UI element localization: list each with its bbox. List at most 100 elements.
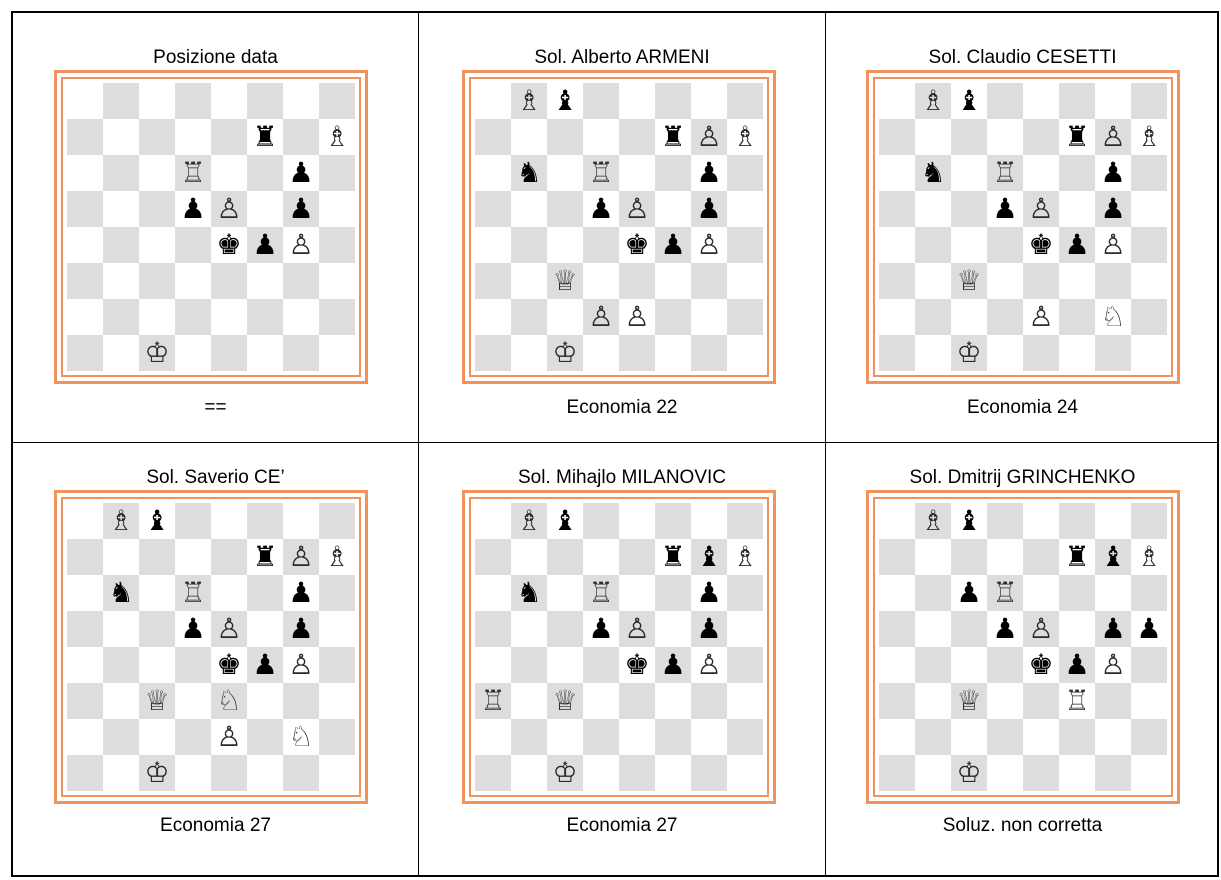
white-knight-icon: ♘ bbox=[1100, 300, 1126, 333]
board-square bbox=[1023, 119, 1059, 155]
chess-board: ♗♝♜♝♗♟♖♟♙♟♟♚♟♙♕♖♔ bbox=[879, 503, 1167, 791]
black-pawn-icon: ♟ bbox=[1064, 648, 1090, 681]
chess-board: ♗♝♜♙♗♞♖♟♟♙♟♚♟♙♕♙♙♔ bbox=[475, 83, 763, 371]
white-king-icon: ♔ bbox=[956, 756, 982, 789]
board-square bbox=[67, 335, 103, 371]
board-square bbox=[211, 263, 247, 299]
board-square bbox=[67, 299, 103, 335]
black-pawn-icon: ♟ bbox=[252, 648, 278, 681]
board-square bbox=[283, 335, 319, 371]
board-square bbox=[879, 227, 915, 263]
board-square bbox=[175, 263, 211, 299]
board-square: ♖ bbox=[475, 683, 511, 719]
diagram-cell: Sol. Claudio CESETTI ♗♝♜♙♗♞♖♟♟♙♟♚♟♙♕♙♘♔ … bbox=[826, 13, 1219, 442]
board-square: ♟ bbox=[691, 155, 727, 191]
board-square bbox=[879, 647, 915, 683]
white-pawn-icon: ♙ bbox=[288, 540, 314, 573]
board-square: ♙ bbox=[1023, 299, 1059, 335]
black-rook-icon: ♜ bbox=[252, 540, 278, 573]
white-pawn-icon: ♙ bbox=[624, 300, 650, 333]
board-square bbox=[879, 575, 915, 611]
board-square: ♚ bbox=[1023, 227, 1059, 263]
board-square bbox=[283, 299, 319, 335]
board-square bbox=[691, 83, 727, 119]
board-square: ♔ bbox=[547, 335, 583, 371]
board-square bbox=[475, 299, 511, 335]
chess-board-frame: ♗♝♜♝♗♞♖♟♟♙♟♚♟♙♖♕♔ bbox=[462, 490, 776, 804]
board-square: ♗ bbox=[727, 119, 763, 155]
board-square: ♝ bbox=[951, 83, 987, 119]
diagram-cell: Posizione data ♜♗♖♟♟♙♟♚♟♙♔ == bbox=[13, 13, 418, 442]
board-square: ♟ bbox=[1059, 227, 1095, 263]
board-square: ♙ bbox=[1023, 191, 1059, 227]
board-square bbox=[511, 539, 547, 575]
board-square bbox=[103, 335, 139, 371]
board-square bbox=[619, 755, 655, 791]
black-bishop-icon: ♝ bbox=[696, 540, 722, 573]
board-square bbox=[103, 539, 139, 575]
board-square bbox=[511, 611, 547, 647]
board-square bbox=[475, 503, 511, 539]
white-pawn-icon: ♙ bbox=[696, 120, 722, 153]
board-square: ♙ bbox=[619, 611, 655, 647]
black-pawn-icon: ♟ bbox=[288, 612, 314, 645]
board-square bbox=[511, 755, 547, 791]
board-square: ♙ bbox=[619, 299, 655, 335]
black-king-icon: ♚ bbox=[216, 648, 242, 681]
board-square bbox=[103, 119, 139, 155]
board-square bbox=[511, 227, 547, 263]
black-king-icon: ♚ bbox=[624, 648, 650, 681]
chess-board: ♗♝♜♙♗♞♖♟♟♙♟♚♟♙♕♘♙♘♔ bbox=[67, 503, 355, 791]
board-square bbox=[915, 683, 951, 719]
board-square bbox=[319, 191, 355, 227]
board-square bbox=[915, 299, 951, 335]
board-square bbox=[139, 575, 175, 611]
board-square bbox=[547, 299, 583, 335]
white-pawn-icon: ♙ bbox=[624, 192, 650, 225]
board-square: ♝ bbox=[951, 503, 987, 539]
board-square: ♜ bbox=[247, 119, 283, 155]
board-square: ♟ bbox=[655, 227, 691, 263]
diagram-caption: Economia 27 bbox=[566, 815, 678, 836]
board-square bbox=[987, 299, 1023, 335]
black-bishop-icon: ♝ bbox=[552, 504, 578, 537]
board-square: ♚ bbox=[1023, 647, 1059, 683]
board-square bbox=[139, 263, 175, 299]
board-square bbox=[619, 575, 655, 611]
board-square bbox=[103, 683, 139, 719]
board-square: ♚ bbox=[619, 647, 655, 683]
board-square bbox=[951, 539, 987, 575]
board-square bbox=[879, 263, 915, 299]
board-square bbox=[727, 647, 763, 683]
board-square: ♟ bbox=[987, 191, 1023, 227]
table-divider bbox=[13, 442, 1217, 443]
white-rook-icon: ♖ bbox=[992, 156, 1018, 189]
board-square bbox=[951, 227, 987, 263]
board-square bbox=[655, 83, 691, 119]
board-square: ♕ bbox=[951, 683, 987, 719]
white-bishop-icon: ♗ bbox=[920, 504, 946, 537]
board-square bbox=[879, 503, 915, 539]
board-square: ♟ bbox=[691, 611, 727, 647]
board-square bbox=[987, 119, 1023, 155]
board-square bbox=[987, 719, 1023, 755]
black-pawn-icon: ♟ bbox=[992, 612, 1018, 645]
board-square bbox=[1095, 263, 1131, 299]
white-king-icon: ♔ bbox=[552, 336, 578, 369]
board-square bbox=[475, 191, 511, 227]
board-square bbox=[1023, 575, 1059, 611]
board-square: ♟ bbox=[951, 575, 987, 611]
board-square bbox=[247, 683, 283, 719]
board-square bbox=[1059, 263, 1095, 299]
board-square bbox=[691, 683, 727, 719]
board-square bbox=[1095, 575, 1131, 611]
board-square bbox=[619, 263, 655, 299]
board-square: ♟ bbox=[175, 611, 211, 647]
board-square bbox=[1131, 683, 1167, 719]
board-square bbox=[511, 719, 547, 755]
board-square bbox=[619, 155, 655, 191]
board-square bbox=[1023, 683, 1059, 719]
board-square bbox=[67, 539, 103, 575]
board-square bbox=[175, 647, 211, 683]
board-square: ♔ bbox=[139, 335, 175, 371]
